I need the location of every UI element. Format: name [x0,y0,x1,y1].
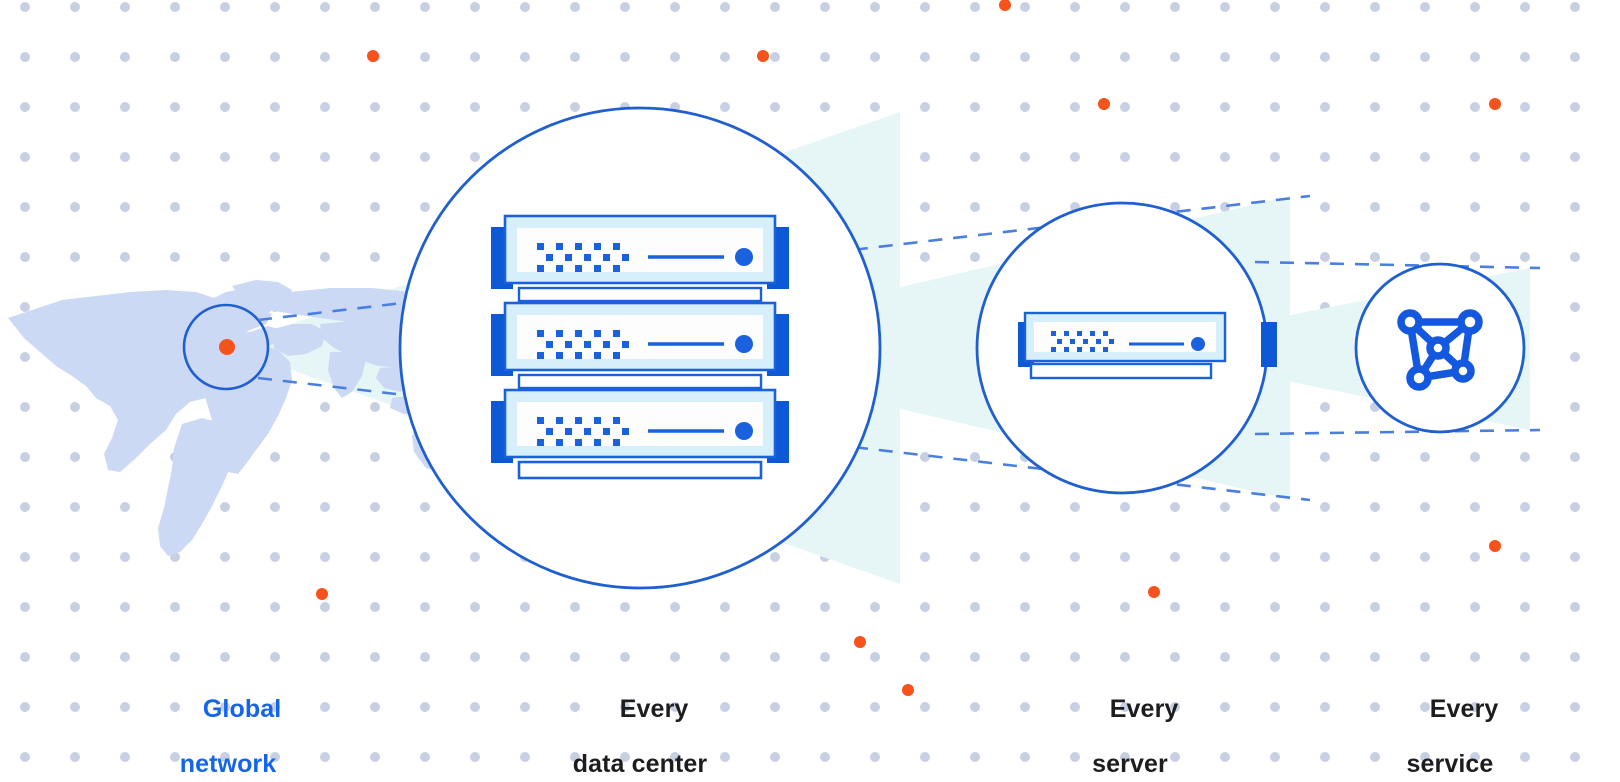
highlight-dot [757,50,769,62]
single-server-faceplate [1034,322,1216,352]
node-top-right [1457,309,1483,335]
dash-server-top [1254,260,1541,270]
stage-label-line2: service [1406,749,1494,778]
stage-label-global-network: Global network [128,668,328,782]
highlight-dot [854,636,866,648]
server-status-led [735,248,753,266]
rack-spacer-2 [517,373,763,390]
single-server-base [1029,362,1213,380]
stage-label-line1: Global [202,694,282,723]
node-bottom-right [1451,359,1475,383]
server-faceplate [517,402,763,446]
server-group [975,201,1277,495]
single-server-tab-right [1261,322,1277,367]
highlight-dot [1098,98,1110,110]
rack-spacer-1 [517,286,763,303]
stage-label-line2: network [179,749,277,778]
data-center-group [398,106,882,590]
highlight-dot [1148,586,1160,598]
server-vent-dots [537,243,629,272]
server-unit-2 [491,301,789,376]
stage-label-every-service: Every service [1350,668,1550,782]
stage-label-every-server: Every server [1030,668,1230,782]
single-server-status-led [1191,337,1205,351]
node-bottom-left [1406,365,1432,391]
location-pin-dot [219,339,235,355]
highlighted-grid-dots [316,0,1501,696]
stage-label-line1: Every [619,694,689,723]
highlight-dot [1489,540,1501,552]
map-highlight-circle [182,303,270,391]
node-top-left [1397,309,1423,335]
service-group [1354,262,1526,434]
server-status-led [735,422,753,440]
highlight-dot [902,684,914,696]
stage-label-line2: data center [572,749,708,778]
stage-label-every-data-center: Every data center [540,668,740,782]
dash-server-bottom [1254,428,1541,436]
stage-label-line1: Every [1109,694,1179,723]
node-center [1426,336,1450,360]
server-vent-dots [537,330,629,359]
highlight-dot [1489,98,1501,110]
rack-base [517,460,763,480]
server-unit-3 [491,388,789,463]
single-server-vent-dots [1051,331,1114,352]
server-faceplate [517,315,763,359]
server-status-led [735,335,753,353]
highlight-dot [316,588,328,600]
server-faceplate [517,228,763,272]
highlight-dot [999,0,1011,11]
server-unit-1 [491,214,789,289]
stage-label-line2: server [1092,749,1168,778]
stage-label-line1: Every [1429,694,1499,723]
server-vent-dots [537,417,629,446]
highlight-dot [367,50,379,62]
network-node-circles [1397,309,1483,391]
